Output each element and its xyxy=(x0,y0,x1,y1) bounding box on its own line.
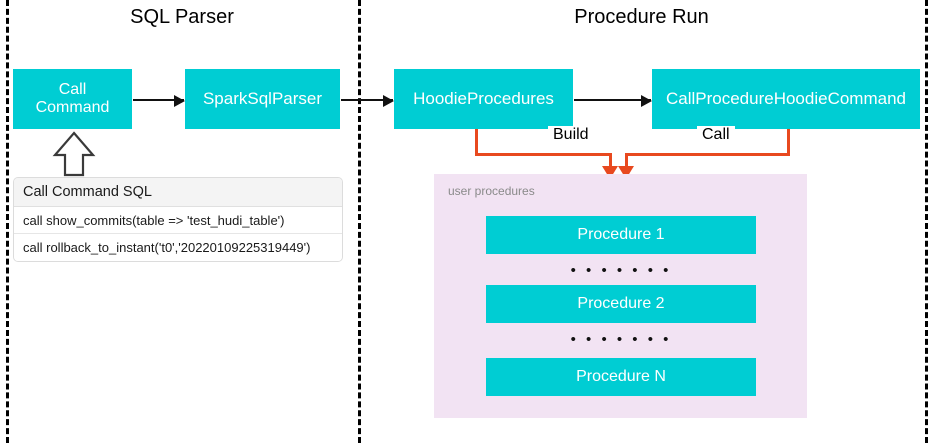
section-title-procedure-run: Procedure Run xyxy=(574,6,709,28)
sql-table-row[interactable]: call rollback_to_instant('t0','202201092… xyxy=(14,234,342,261)
box-hoodie-procedures[interactable]: HoodieProcedures xyxy=(394,69,573,129)
arrow-spark-sql-parser-to-hoodie-procedures xyxy=(341,95,394,107)
divider-left xyxy=(6,0,9,443)
route-call-horizontal xyxy=(625,153,790,156)
arrow-hoodie-procedures-to-call-procedure-hoodie-command xyxy=(574,95,652,107)
arrowhead-icon xyxy=(383,95,394,107)
box-spark-sql-parser[interactable]: SparkSqlParser xyxy=(185,69,340,129)
route-call-vertical-end xyxy=(625,153,628,168)
box-call-procedure-hoodie-command[interactable]: CallProcedureHoodieCommand xyxy=(652,69,920,129)
route-call-vertical-start xyxy=(787,129,790,156)
route-build-horizontal xyxy=(475,153,612,156)
procedure-bar-1[interactable]: Procedure 1 xyxy=(486,216,756,254)
divider-middle xyxy=(358,0,361,443)
procedure-bar-2[interactable]: Procedure 2 xyxy=(486,285,756,323)
sql-table-row[interactable]: call show_commits(table => 'test_hudi_ta… xyxy=(14,207,342,234)
arrow-call-command-to-spark-sql-parser xyxy=(133,95,185,107)
user-procedures-label: user procedures xyxy=(448,184,535,198)
procedure-bar-n-label: Procedure N xyxy=(576,368,666,385)
route-build-vertical-start xyxy=(475,129,478,156)
arrowhead-icon xyxy=(641,95,652,107)
block-arrow-up-icon xyxy=(52,130,96,178)
arrowhead-icon xyxy=(174,95,185,107)
section-title-sql-parser: SQL Parser xyxy=(130,6,234,28)
box-call-command-label-line1: Call xyxy=(58,80,87,98)
box-call-command-label: Call Command xyxy=(36,81,110,118)
procedure-bar-2-label: Procedure 2 xyxy=(577,295,665,312)
procedure-ellipsis-1: • • • • • • • xyxy=(570,262,672,279)
procedure-bar-n[interactable]: Procedure N xyxy=(486,358,756,396)
box-hoodie-procedures-label: HoodieProcedures xyxy=(413,89,554,109)
route-build-label: Build xyxy=(548,126,594,144)
procedure-bar-1-label: Procedure 1 xyxy=(577,226,665,243)
box-call-command[interactable]: Call Command xyxy=(13,69,132,129)
call-command-sql-table: Call Command SQL call show_commits(table… xyxy=(13,177,343,262)
route-build-vertical-end xyxy=(609,153,612,168)
sql-table-header: Call Command SQL xyxy=(14,178,342,207)
route-call-label: Call xyxy=(697,126,735,144)
divider-right xyxy=(925,0,928,443)
box-call-procedure-hoodie-command-label: CallProcedureHoodieCommand xyxy=(665,89,906,109)
box-call-command-label-line2: Command xyxy=(35,99,110,116)
box-spark-sql-parser-label: SparkSqlParser xyxy=(202,89,323,109)
procedure-ellipsis-2: • • • • • • • xyxy=(570,331,672,348)
